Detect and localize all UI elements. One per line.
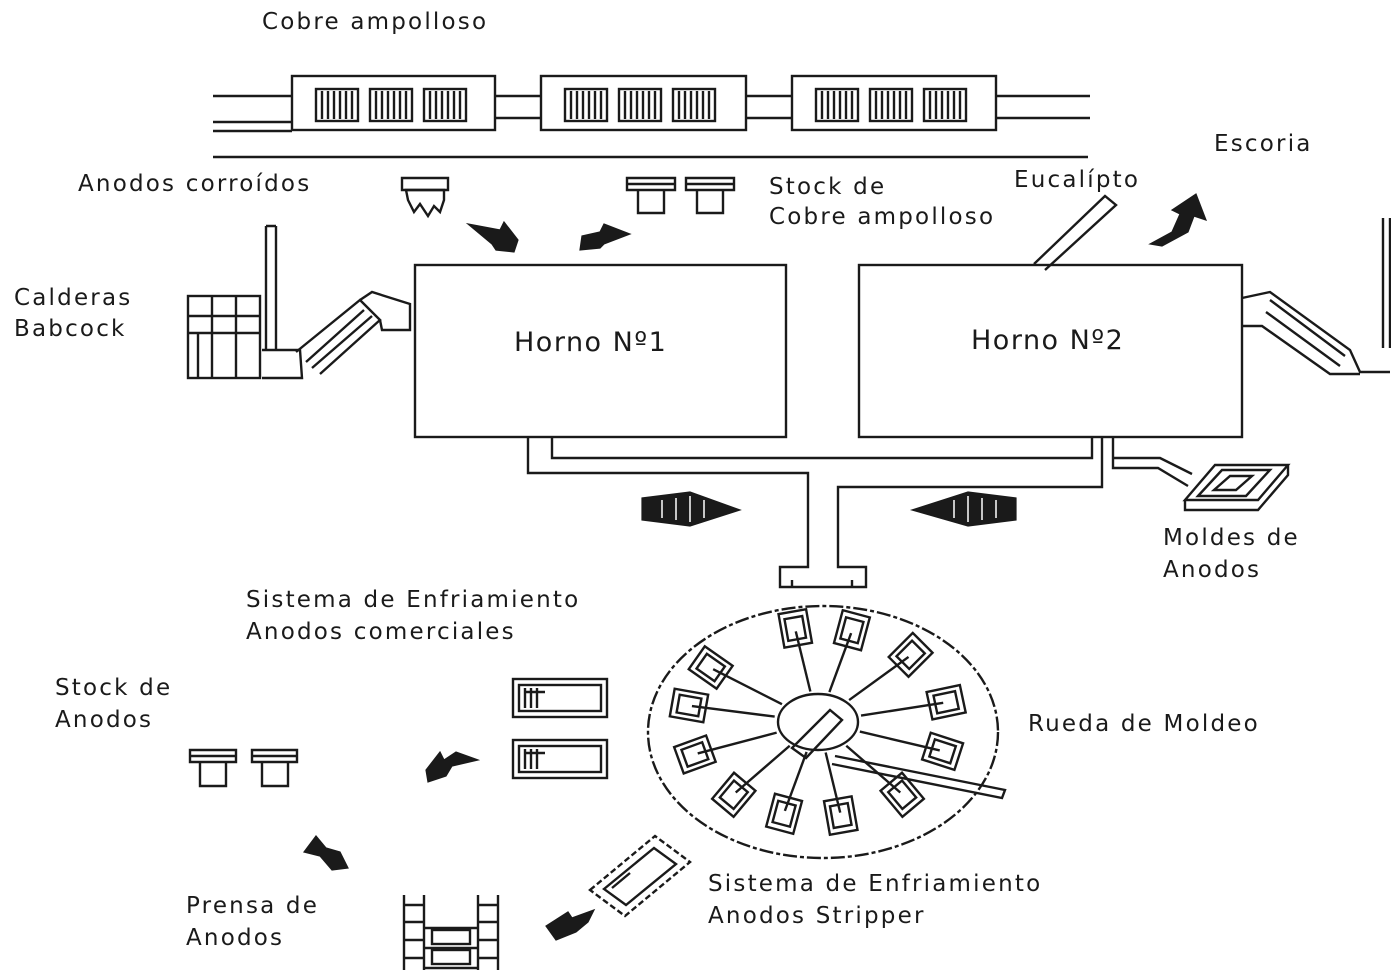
anode-mold-icon <box>920 731 965 772</box>
press-icon <box>402 895 500 970</box>
flow-arrow-icon <box>302 835 349 871</box>
label-anodos-corroidos: Anodos corroídos <box>78 171 312 197</box>
label-escoria: Escoria <box>1214 131 1313 157</box>
label-stock-cobre-line2: Cobre ampolloso <box>769 204 996 230</box>
anode-mold-icon <box>878 771 926 819</box>
furnace-1 <box>413 263 788 439</box>
label-horno-1: Horno Nº1 <box>514 327 668 358</box>
launder <box>526 437 1193 589</box>
anode-icon <box>625 176 677 215</box>
anode-mold-icon <box>887 631 935 679</box>
anode-mold-icon <box>822 794 859 837</box>
anode-icon <box>250 748 299 788</box>
cooling-tank-icon <box>511 738 609 780</box>
boiler-icon <box>186 294 262 380</box>
anode-icon <box>684 176 736 215</box>
chimney-icon <box>262 224 412 380</box>
label-stock-cobre-line1: Stock de <box>769 174 887 200</box>
flow-arrow-icon <box>909 491 1017 527</box>
eucalyptus-pole-icon <box>1033 194 1118 271</box>
anode-mold-icon <box>668 687 710 724</box>
anode-mold-icon <box>832 608 872 652</box>
anode-icon <box>188 748 238 788</box>
label-prensa-line2: Anodos <box>186 925 285 951</box>
label-enfriamiento-stripper-line2: Anodos Stripper <box>708 903 926 929</box>
anode-mold-icon <box>777 607 814 650</box>
ladle-car-icon <box>790 74 998 132</box>
anode-mold-icon <box>1182 463 1291 512</box>
label-eucalipto: Eucalípto <box>1014 167 1141 193</box>
anode-mold-icon <box>672 733 718 776</box>
label-enfriamiento-comerciales-line1: Sistema de Enfriamiento <box>246 587 581 613</box>
flow-arrow-icon <box>425 750 481 783</box>
anode-mold-icon <box>687 644 735 691</box>
label-moldes-line1: Moldes de <box>1163 525 1300 551</box>
label-cobre-ampolloso: Cobre ampolloso <box>262 9 489 35</box>
chimney-icon <box>1241 218 1391 376</box>
label-moldes-line2: Anodos <box>1163 557 1262 583</box>
flow-arrow-icon <box>465 220 519 253</box>
label-stock-anodos-line1: Stock de <box>55 675 173 701</box>
ladle-car-icon <box>539 74 748 132</box>
flow-arrow-icon <box>1148 193 1208 247</box>
flow-arrow-icon <box>641 491 742 527</box>
stripper-cooling-tank-icon <box>588 834 692 918</box>
ladle-train <box>213 74 1090 159</box>
label-enfriamiento-comerciales-line2: Anodos comerciales <box>246 619 516 645</box>
anode-mold-icon <box>925 683 968 721</box>
ladle-car-icon <box>290 74 497 132</box>
label-horno-2: Horno Nº2 <box>971 325 1125 356</box>
label-rueda-moldeo: Rueda de Moldeo <box>1028 711 1260 737</box>
cooling-tank-icon <box>511 677 609 719</box>
label-calderas-line1: Calderas <box>14 285 133 311</box>
corroded-anode-icon <box>400 176 450 219</box>
flow-arrow-icon <box>545 908 596 941</box>
label-enfriamiento-stripper-line1: Sistema de Enfriamiento <box>708 871 1043 897</box>
anode-mold-icon <box>710 771 758 819</box>
casting-wheel-icon <box>646 604 1007 860</box>
label-prensa-line1: Prensa de <box>186 893 320 919</box>
label-calderas-line2: Babcock <box>14 316 127 342</box>
label-stock-anodos-line2: Anodos <box>55 707 154 733</box>
flow-arrow-icon <box>579 223 632 251</box>
anode-mold-icon <box>764 792 804 836</box>
